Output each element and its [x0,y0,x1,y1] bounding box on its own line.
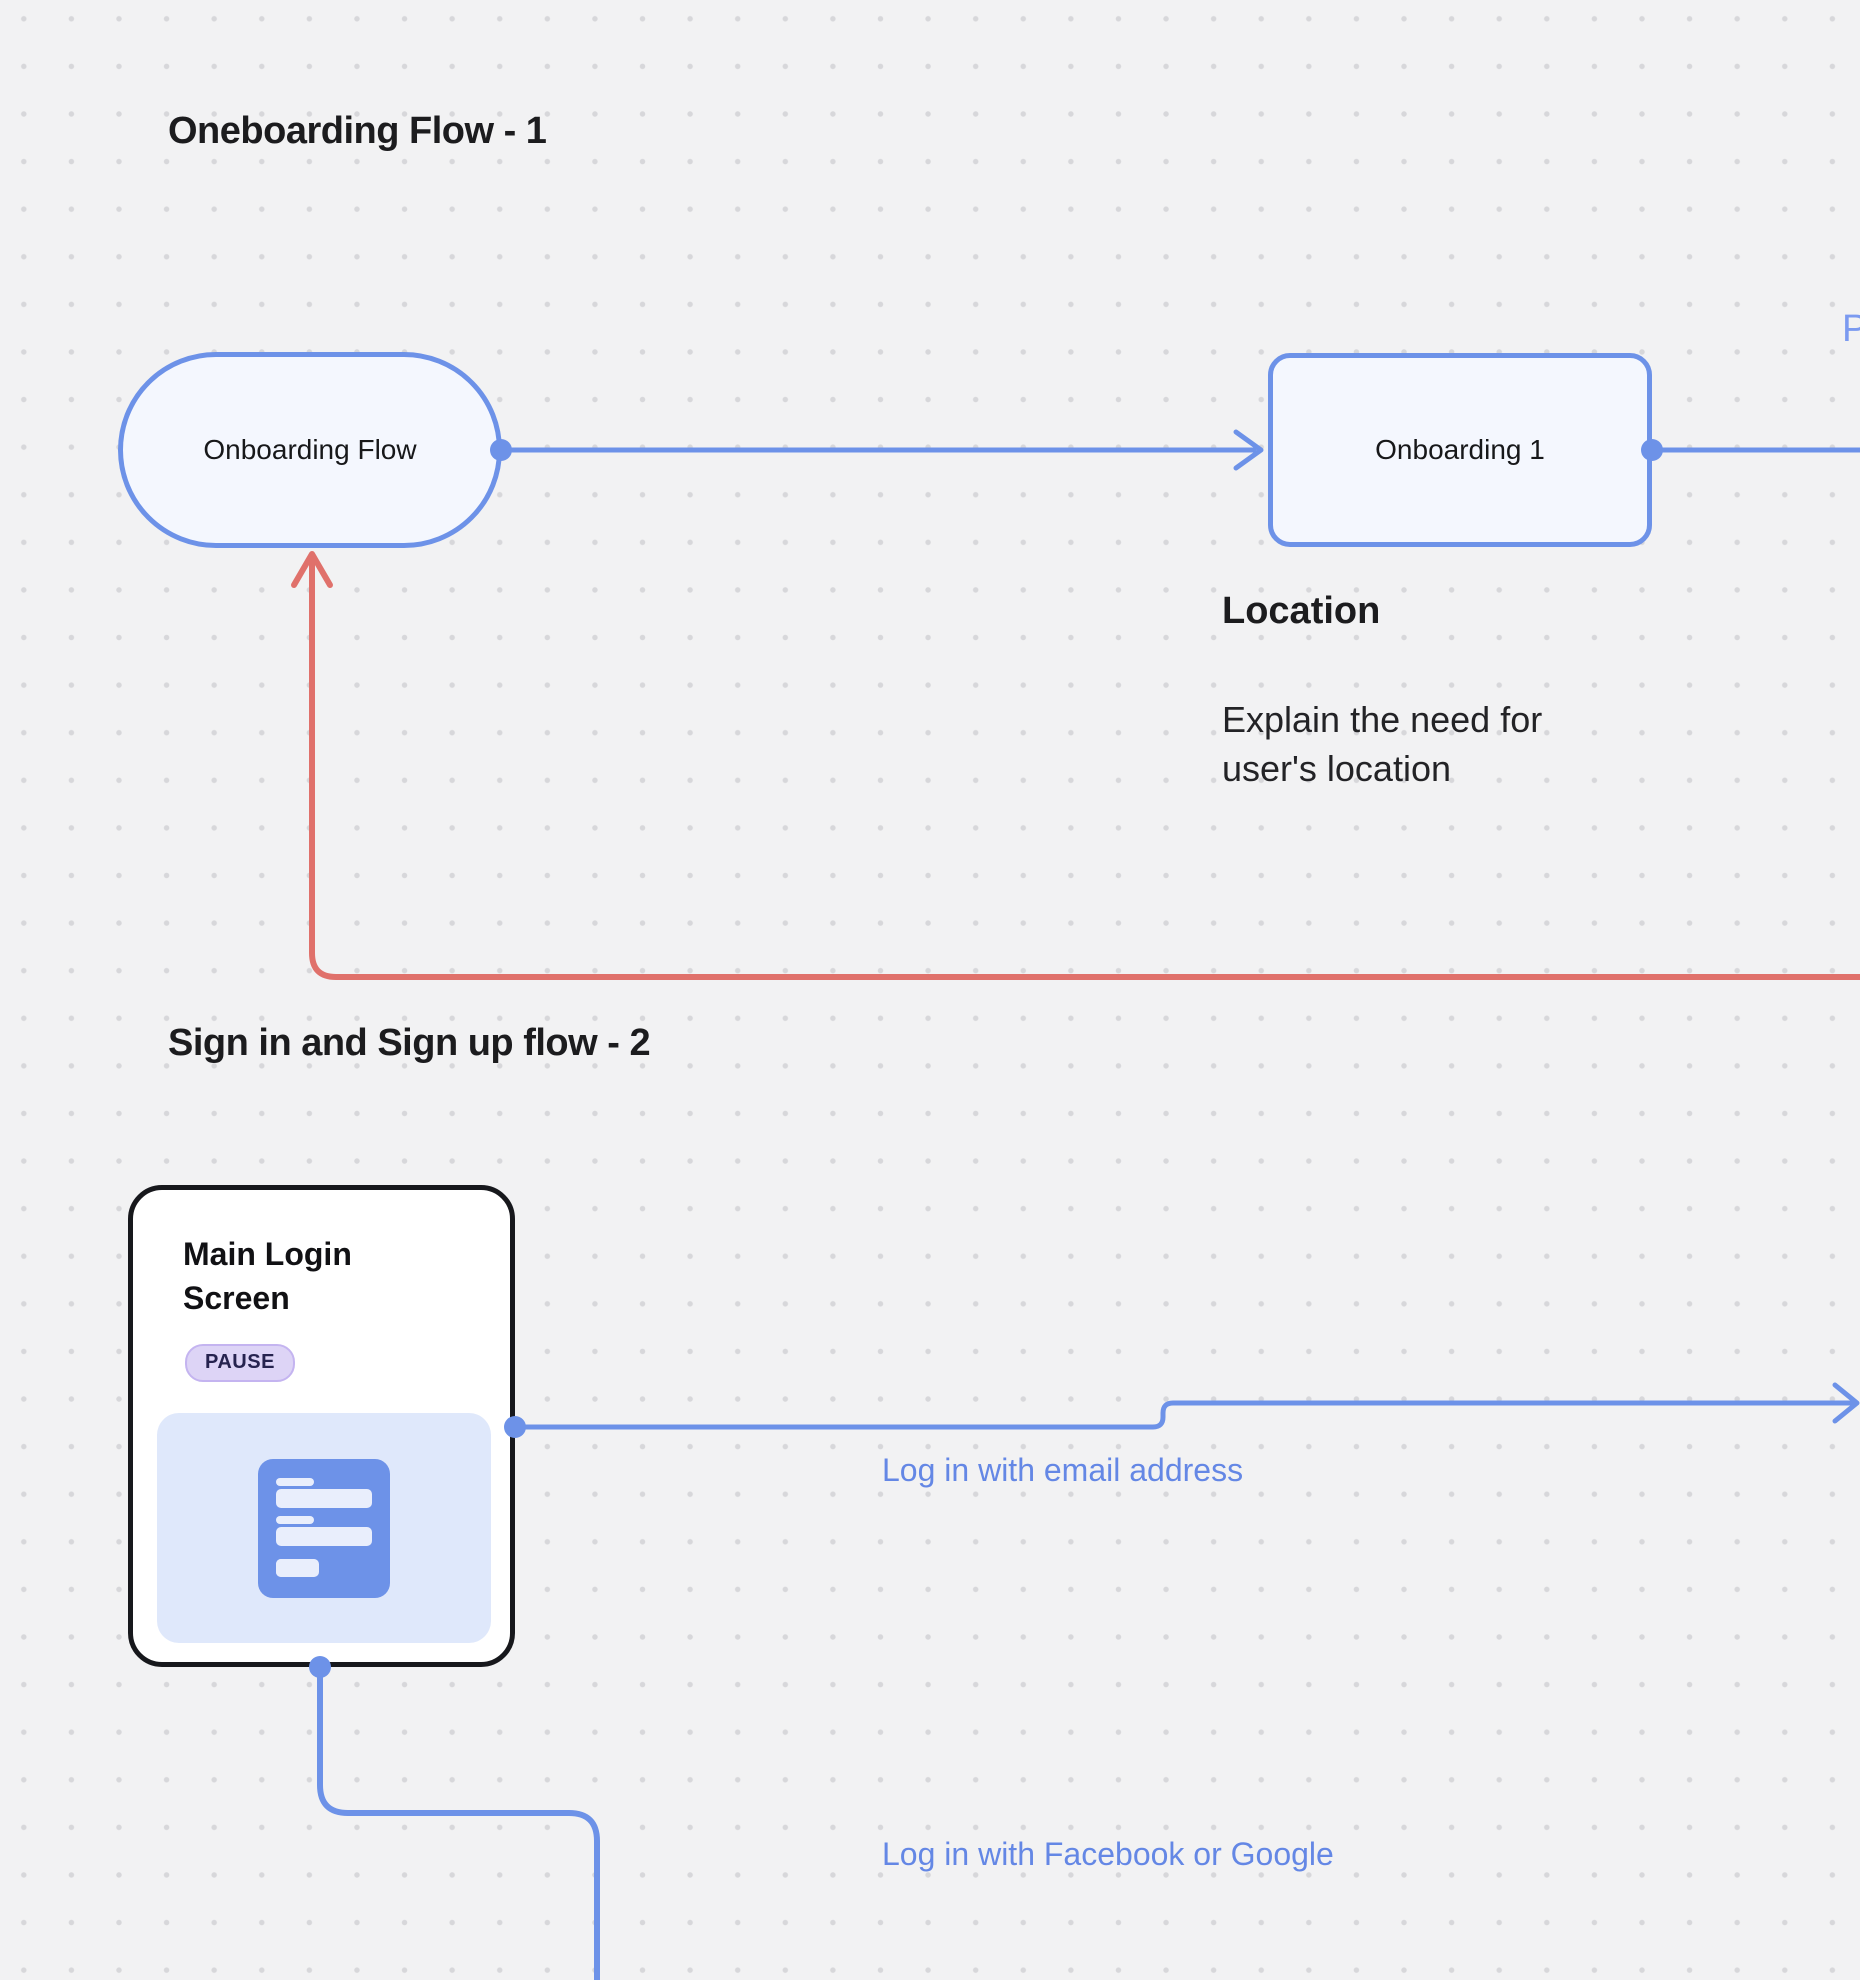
connector-email[interactable] [512,1400,1855,1430]
node-onboarding-flow-label: Onboarding Flow [203,434,417,465]
node-onboarding-1[interactable]: Onboarding 1 [1268,353,1652,547]
arrowhead-into-onboarding1 [1233,429,1264,471]
annotation-location-heading: Location [1222,590,1381,632]
card-main-login-screen[interactable]: Main Login Screen PAUSE [128,1185,515,1667]
connector-social[interactable] [317,1664,600,1980]
form-button-bar [276,1558,318,1577]
node-onboarding-1-label: Onboarding 1 [1375,434,1545,465]
form-input-bar [276,1526,372,1546]
form-input-bar [276,1488,372,1508]
section-title-sign-in-sign-up[interactable]: Sign in and Sign up flow - 2 [168,1022,651,1064]
pause-badge[interactable]: PAUSE [185,1344,295,1382]
clipped-label-right-edge[interactable]: P [1842,308,1860,350]
node-onboarding-flow[interactable]: Onboarding Flow [118,352,502,548]
arrowhead-red-up [291,551,333,588]
arrowhead-email-right [1832,1382,1860,1424]
connector-label-social[interactable]: Log in with Facebook or Google [882,1836,1334,1872]
card-title: Main Login Screen [183,1236,352,1316]
annotation-location-body: Explain the need for user's location [1222,699,1543,789]
connector-label-email[interactable]: Log in with email address [882,1452,1244,1488]
login-form-icon [258,1458,390,1598]
form-label-bar [276,1477,314,1486]
form-label-bar [276,1515,314,1524]
annotation-location[interactable]: Location Explain the need for user's loc… [1222,590,1562,793]
section-title-onboarding-flow[interactable]: Oneboarding Flow - 1 [168,110,547,152]
connector-red-loopback[interactable] [309,557,1860,980]
card-thumbnail[interactable] [157,1413,491,1643]
